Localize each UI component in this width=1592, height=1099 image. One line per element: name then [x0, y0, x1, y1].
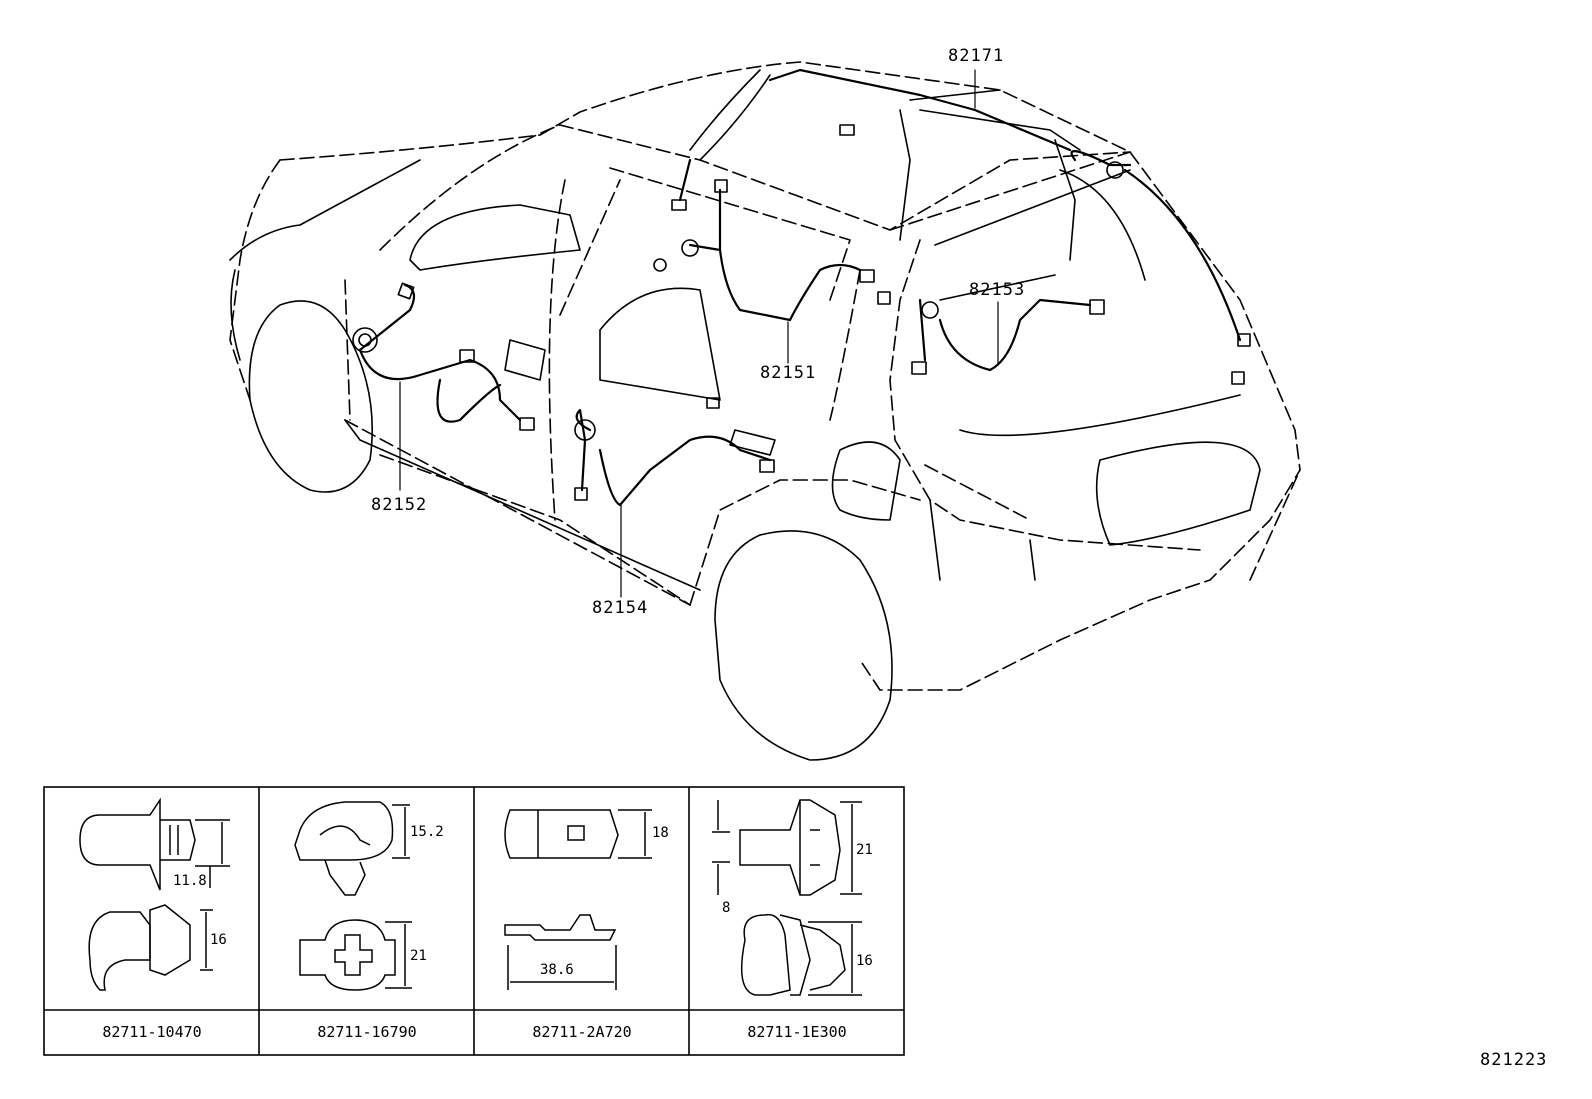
leader-lines	[399, 69, 999, 598]
clip-icon-82711-1E300	[712, 799, 862, 996]
dim-label: 15.2	[410, 824, 444, 840]
dim-label: 8	[722, 900, 731, 916]
dim-label: 38.6	[540, 962, 574, 978]
car-body-solid-lines	[229, 69, 1261, 591]
callout-82171: 82171	[948, 46, 1005, 66]
callout-82151: 82151	[760, 363, 817, 383]
diagram-reference-id: 821223	[1480, 1050, 1548, 1070]
dim-label: 21	[856, 842, 873, 858]
front-wheel	[230, 269, 373, 493]
wire-harnesses	[358, 68, 1242, 507]
dim-label: 11.8	[173, 873, 207, 889]
part-number-cell: 82711-1E300	[747, 1023, 847, 1041]
part-number-cell: 82711-16790	[317, 1023, 417, 1041]
dim-label: 16	[856, 953, 873, 969]
part-number-cell: 82711-2A720	[532, 1023, 632, 1041]
clip-icon-82711-16790	[294, 801, 412, 991]
dim-label: 21	[410, 948, 427, 964]
dim-label: 16	[210, 932, 227, 948]
callout-82152: 82152	[371, 495, 428, 515]
car-body-outline	[229, 61, 1301, 691]
callout-82153: 82153	[969, 280, 1026, 300]
part-number-cell: 82711-10470	[102, 1023, 202, 1041]
clip-icon-82711-2A720	[504, 809, 652, 990]
dim-label: 18	[652, 825, 669, 841]
rear-wheel	[714, 530, 893, 761]
clip-icon-82711-10470	[79, 797, 230, 991]
connectors	[352, 124, 1251, 501]
callout-82154: 82154	[592, 598, 649, 618]
